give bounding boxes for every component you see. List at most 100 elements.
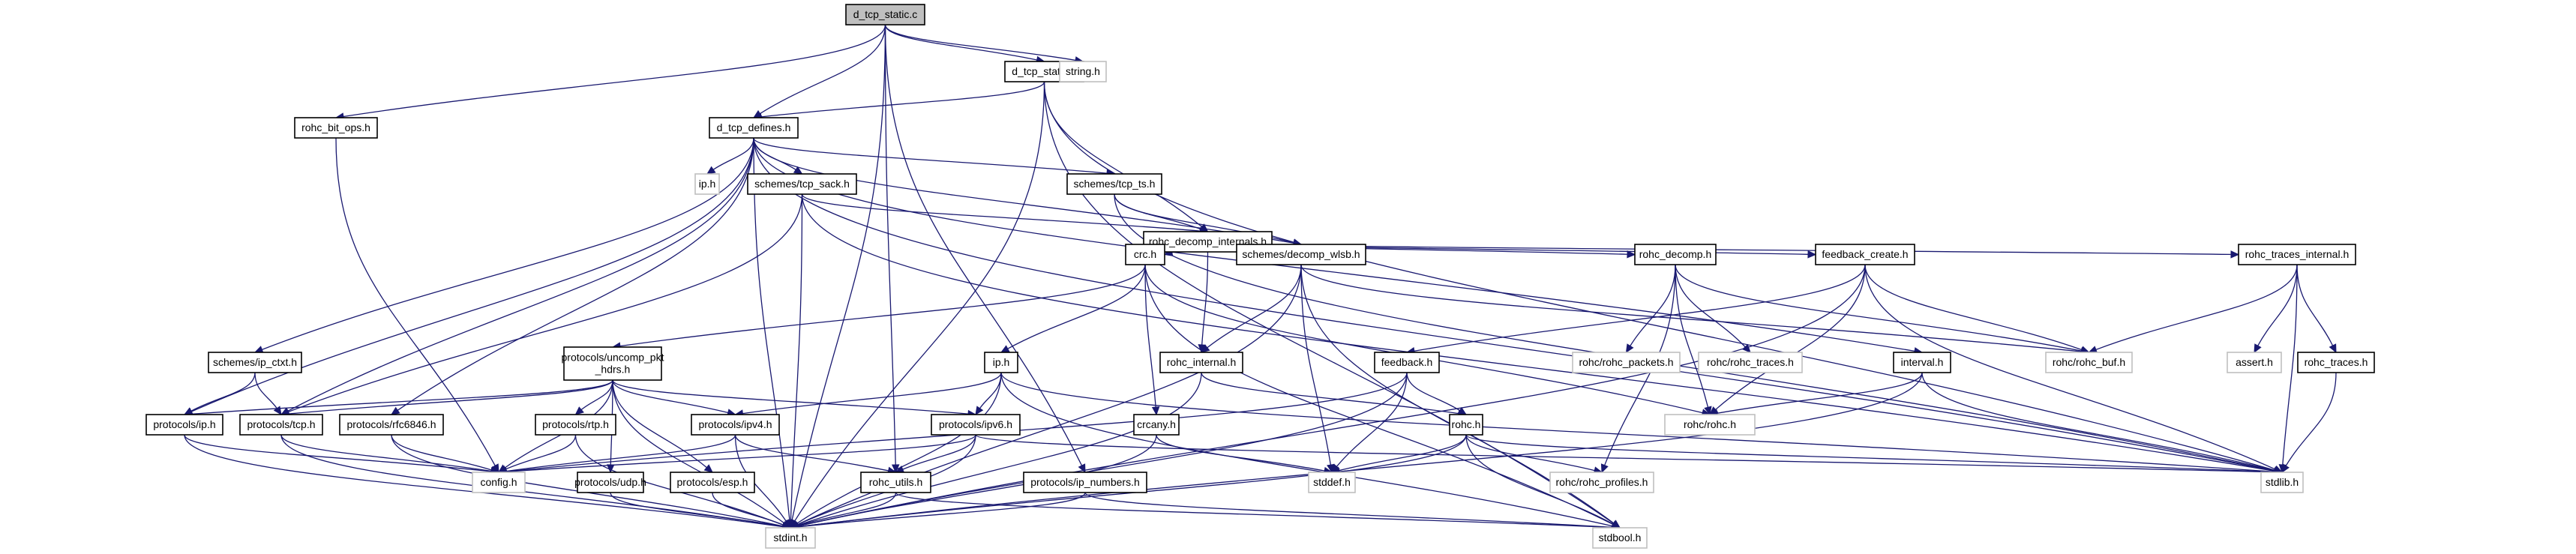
edge-line (895, 492, 1613, 529)
edge-line (1675, 264, 1746, 348)
edge-line (796, 372, 1002, 525)
include-edge (280, 137, 754, 415)
edge-line (397, 137, 754, 411)
node-rohc-utils-h[interactable]: rohc_utils.h (860, 472, 931, 493)
node-box (339, 414, 444, 436)
edge-line (262, 137, 754, 350)
arrowhead-icon (975, 406, 984, 416)
edge-line (505, 434, 736, 472)
node-esp-h[interactable]: protocols/esp.h (670, 472, 755, 493)
node-feedback-h[interactable]: feedback.h (1374, 352, 1440, 373)
edge-line (1201, 251, 1209, 346)
node-ip-numbers-h[interactable]: protocols/ip_numbers.h (1023, 472, 1147, 493)
edge-line (2296, 264, 2334, 346)
include-edge (1201, 264, 1302, 353)
node-ip-ctxt-h[interactable]: schemes/ip_ctxt.h (208, 352, 302, 373)
node-crcany-h[interactable]: crcany.h (1133, 414, 1180, 436)
node-d-tcp-static-c[interactable]: d_tcp_static.c (845, 4, 925, 25)
node-uncomp-pkt-hdrs-h[interactable]: protocols/uncomp_pkt_hdrs.h (562, 346, 664, 381)
node-d-tcp-defines-h[interactable]: d_tcp_defines.h (709, 117, 799, 139)
node-tcp-ts-h[interactable]: schemes/tcp_ts.h (1066, 173, 1162, 195)
node-tcp-sack-h[interactable]: schemes/tcp_sack.h (747, 173, 857, 195)
edge-line (287, 137, 754, 412)
node-crc-h[interactable]: crc.h (1125, 244, 1165, 265)
edge-line (190, 372, 256, 412)
node-feedback-create-h[interactable]: feedback_create.h (1815, 244, 1915, 265)
include-edge (884, 24, 1045, 64)
node-label: schemes/ip_ctxt.h (213, 356, 297, 368)
edge-line (1465, 434, 1614, 525)
node-protocols-ip-h[interactable]: protocols/ip.h (145, 414, 223, 436)
edge-line (884, 24, 1083, 466)
edge-line (2257, 264, 2298, 346)
node-label: schemes/decomp_wlsb.h (1242, 248, 1360, 260)
node-ipv6-h[interactable]: protocols/ipv6.h (931, 414, 1021, 436)
include-edge (1000, 372, 2284, 476)
node-rohc-h[interactable]: rohc.h (1449, 414, 1483, 436)
node-box (294, 117, 378, 139)
node-assert-h: assert.h (2227, 352, 2282, 373)
node-interval-h[interactable]: interval.h (1893, 352, 1951, 373)
node-rtp-h[interactable]: protocols/rtp.h (535, 414, 616, 436)
include-edge (790, 81, 1045, 529)
edge-line (884, 24, 1037, 61)
include-edge (1675, 264, 2090, 355)
node-box (1815, 244, 1915, 265)
arrowhead-icon (1201, 344, 1210, 353)
node-box (845, 4, 925, 25)
edge-line (753, 137, 2275, 472)
node-ipv4-h[interactable]: protocols/ipv4.h (691, 414, 780, 436)
node-label: d_tcp_static.c (853, 8, 918, 20)
edge-line (1114, 193, 1201, 230)
node-rohc-rohc-h: rohc/rohc.h (1664, 414, 1756, 436)
node-config-h: config.h (472, 472, 526, 493)
node-box (2045, 352, 2133, 373)
edge-line (2095, 264, 2298, 351)
edge-line (797, 372, 1202, 526)
node-label: protocols/uncomp_pkt (562, 352, 664, 364)
node-rohc-traces-h[interactable]: rohc_traces.h (2297, 352, 2375, 373)
node-rohc-decomp-h[interactable]: rohc_decomp.h (1634, 244, 1717, 265)
node-box (984, 352, 1018, 373)
edge-line (288, 193, 803, 413)
include-edge (2296, 264, 2337, 354)
edge-line (1406, 372, 1460, 412)
node-label: stdint.h (773, 532, 807, 544)
node-ip-h[interactable]: ip.h (984, 352, 1018, 373)
edge-line (1144, 264, 1703, 414)
node-protocols-tcp-h[interactable]: protocols/tcp.h (239, 414, 323, 436)
edge-line (1465, 434, 1595, 472)
include-edge (1144, 264, 1711, 417)
node-rfc6846-h[interactable]: protocols/rfc6846.h (339, 414, 444, 436)
node-box (1374, 352, 1440, 373)
node-label: string.h (1066, 65, 1100, 77)
node-box (1549, 472, 1654, 493)
include-edge (1864, 264, 2090, 354)
node-label: rohc/rohc_traces.h (1707, 356, 1794, 368)
include-edge (2254, 264, 2298, 354)
edge-line (1630, 264, 1676, 346)
node-rohc-traces-h-ext: rohc/rohc_traces.h (1698, 352, 1803, 373)
node-rohc-internal-h[interactable]: rohc_internal.h (1159, 352, 1243, 373)
include-edge (1043, 81, 1209, 232)
include-edge (1921, 372, 2284, 475)
edge-line (254, 372, 277, 409)
node-box (1236, 244, 1366, 265)
arrowhead-icon (1000, 345, 1010, 353)
node-rohc-bit-ops-h[interactable]: rohc_bit_ops.h (294, 117, 378, 139)
node-box (2260, 472, 2304, 493)
node-rohc-traces-internal-h[interactable]: rohc_traces_internal.h (2238, 244, 2356, 265)
include-edge (612, 379, 977, 418)
edge-line (1043, 81, 2275, 471)
edge-line (793, 81, 1045, 522)
edge-line (1207, 264, 1302, 349)
edge-line (742, 372, 1002, 415)
node-box (535, 414, 616, 436)
include-edge (2088, 264, 2298, 354)
edge-line (612, 379, 969, 415)
node-udp-h[interactable]: protocols/udp.h (574, 472, 646, 493)
include-edge (611, 264, 1146, 350)
include-edge (706, 137, 754, 175)
node-decomp-wlsb-h[interactable]: schemes/decomp_wlsb.h (1236, 244, 1366, 265)
node-string-h: string.h (1059, 61, 1107, 82)
